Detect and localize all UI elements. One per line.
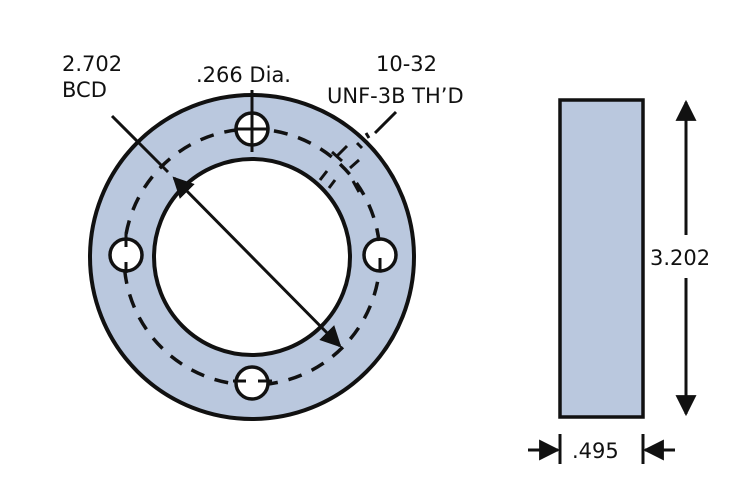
bcd-leader-line xyxy=(110,114,170,174)
height-label: 3.202 xyxy=(650,246,710,270)
width-label: .495 xyxy=(572,439,619,463)
front-view: 2.702 BCD .266 Dia. 10-32 UNF-3B TH’D xyxy=(62,52,464,421)
side-view: 3.202 .495 xyxy=(528,98,710,464)
bcd-dimension-line xyxy=(172,176,342,348)
hole-left xyxy=(108,234,144,273)
bcd-value-label: 2.702 xyxy=(62,52,122,76)
hole-top xyxy=(234,90,270,152)
hole-right xyxy=(362,229,398,273)
thread-leader-line xyxy=(373,110,398,135)
hole-bottom xyxy=(233,365,272,401)
bcd-text-label: BCD xyxy=(62,78,107,102)
thread-spec-label: UNF-3B TH’D xyxy=(327,84,464,108)
side-profile-rect xyxy=(558,98,645,419)
hole-diameter-label: .266 Dia. xyxy=(196,63,291,87)
thread-size-label: 10-32 xyxy=(376,52,437,76)
